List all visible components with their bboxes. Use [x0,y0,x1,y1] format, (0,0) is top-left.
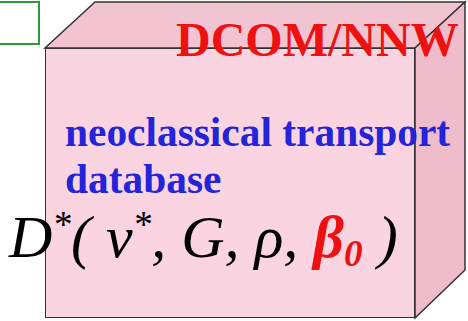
database-description: neoclassical transport database [65,109,465,203]
partial-box [0,2,39,44]
coefficient-formula: D*( ν*, G, ρ, β0 ) [9,207,398,267]
product-name: DCOM/NNW [176,16,459,64]
database-box: DCOM/NNWneoclassical transport databaseD… [45,48,415,318]
